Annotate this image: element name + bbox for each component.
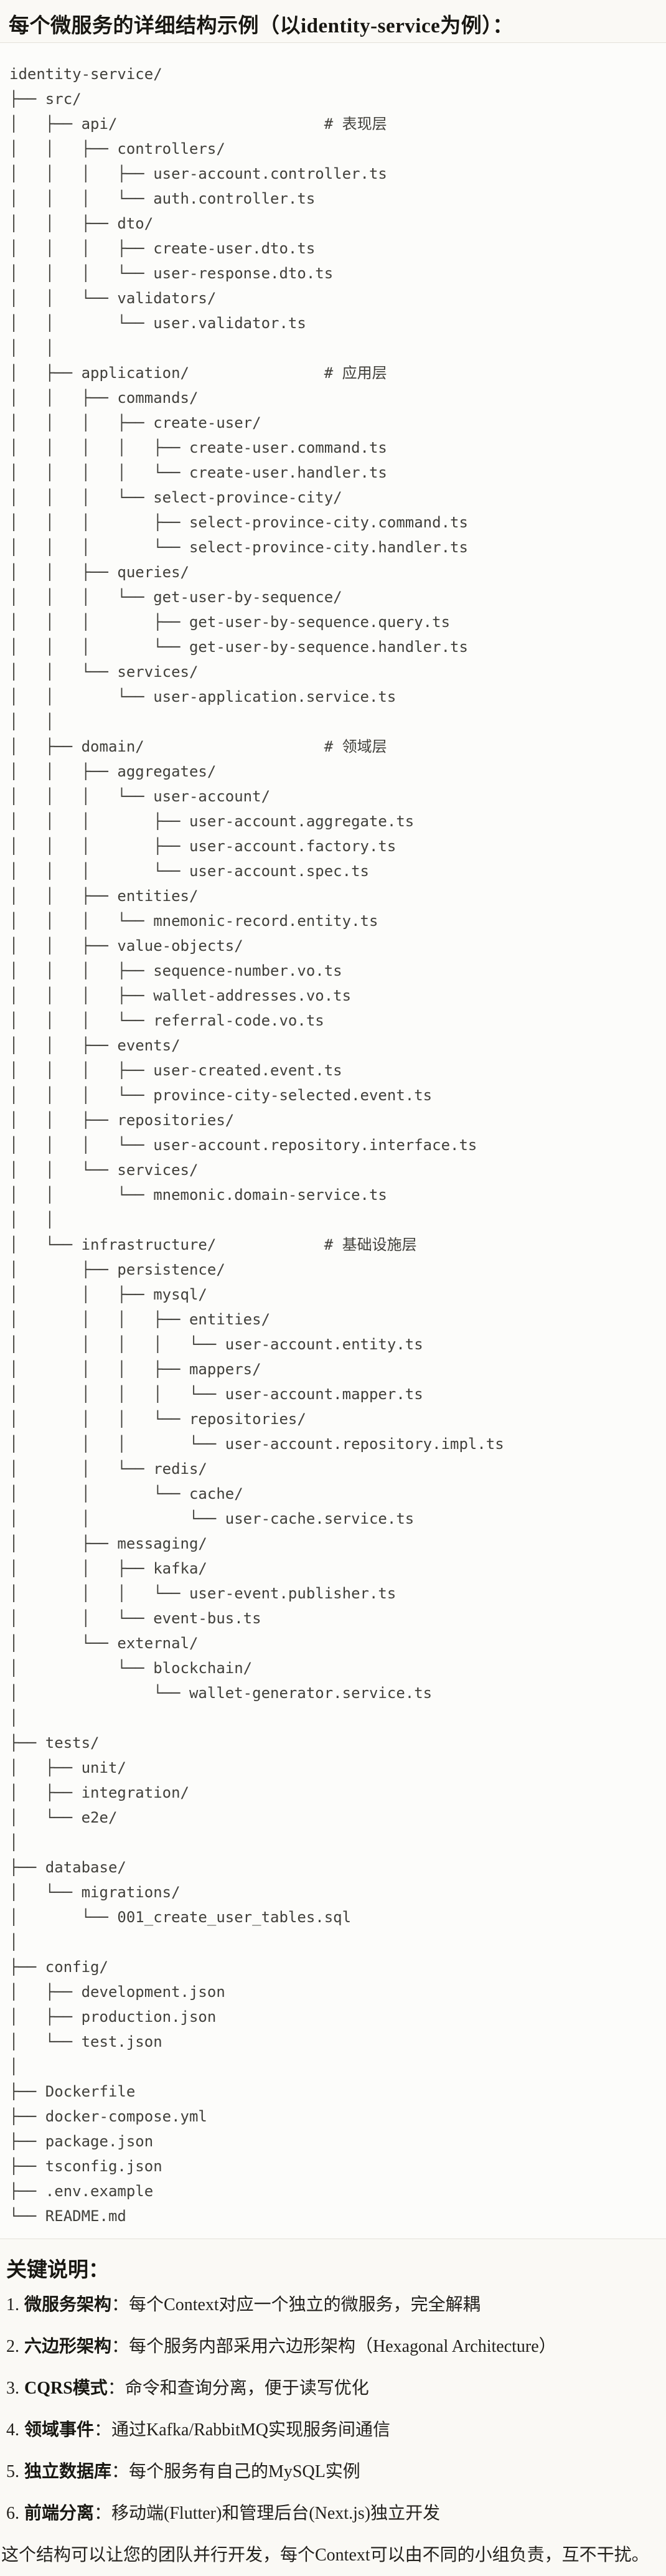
code-block: identity-service/ ├── src/ │ ├── api/ # … <box>0 42 666 2239</box>
notes-heading: 关键说明： <box>6 2259 109 2281</box>
note-number: 2. <box>6 2337 19 2356</box>
notes-list: 1. 微服务架构：每个Context对应一个独立的微服务，完全解耦 2. 六边形架构… <box>0 2293 666 2526</box>
closing-note: 这个结构可以让您的团队并行开发，每个Context可以由不同的小组负责，互不干扰… <box>1 2545 649 2565</box>
note-item: 2. 六边形架构：每个服务内部采用六边形架构（Hexagonal Architec… <box>6 2334 660 2359</box>
note-item: 4.领域事件：通过Kafka/RabbitMQ实现服务间通信 <box>6 2418 660 2443</box>
note-item: 6. 前端分离：移动端(Flutter)和管理后台(Next.js)独立开发 <box>6 2501 660 2526</box>
note-label: 领域事件 <box>24 2420 95 2440</box>
note-label: 微服务架构 <box>24 2295 112 2314</box>
note-number: 6. <box>6 2504 19 2523</box>
file-tree: identity-service/ ├── src/ │ ├── api/ # … <box>9 65 504 2225</box>
note-number: 5. <box>6 2462 19 2481</box>
note-number: 1. <box>6 2295 19 2314</box>
note-label: CQRS模式 <box>24 2379 108 2398</box>
note-item: 3. CQRS模式：命令和查询分离，便于读写优化 <box>6 2376 660 2401</box>
note-text: ：每个Context对应一个独立的微服务，完全解耦 <box>111 2295 481 2314</box>
note-text: ：命令和查询分离，便于读写优化 <box>107 2379 369 2398</box>
note-item: 1. 微服务架构：每个Context对应一个独立的微服务，完全解耦 <box>6 2293 660 2318</box>
note-number: 4. <box>6 2420 19 2440</box>
note-text: ：每个服务内部采用六边形架构（Hexagonal Architecture） <box>111 2337 556 2356</box>
note-text: ：通过Kafka/RabbitMQ实现服务间通信 <box>94 2420 390 2440</box>
note-text: ：移动端(Flutter)和管理后台(Next.js)独立开发 <box>94 2504 441 2523</box>
note-label: 前端分离 <box>24 2504 95 2523</box>
note-label: 独立数据库 <box>24 2462 112 2481</box>
note-text: ：每个服务有自己的MySQL实例 <box>111 2462 360 2481</box>
page-title: 每个微服务的详细结构示例（以identity-service为例）： <box>9 15 514 37</box>
note-item: 5. 独立数据库：每个服务有自己的MySQL实例 <box>6 2460 660 2484</box>
note-number: 3. <box>6 2379 19 2398</box>
note-label: 六边形架构 <box>24 2337 112 2356</box>
